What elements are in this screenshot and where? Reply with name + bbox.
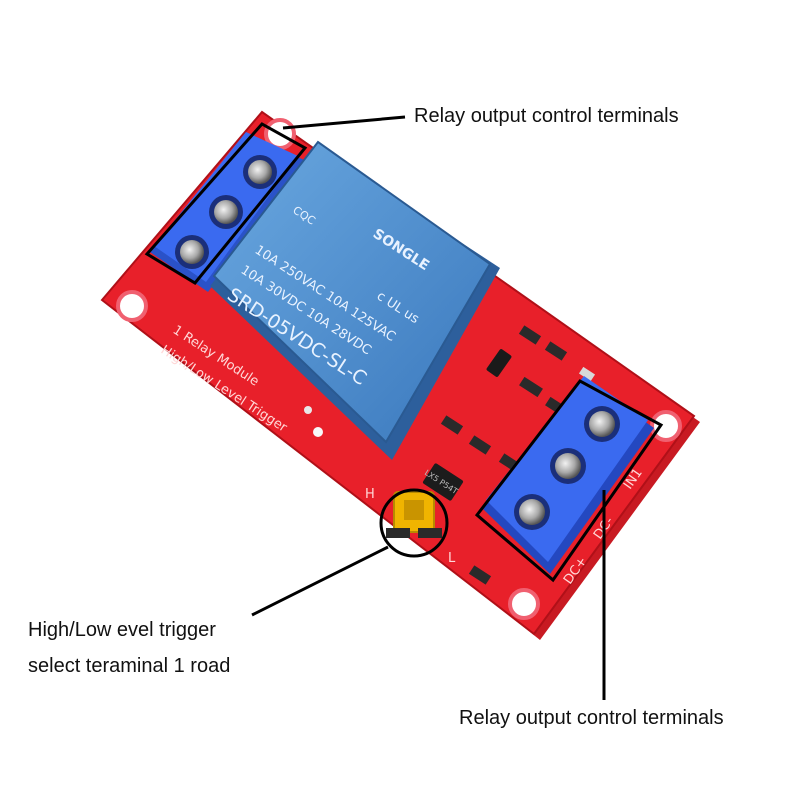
ic-chip <box>422 463 464 501</box>
callout-label-jumper-line1: High/Low evel trigger <box>28 619 216 641</box>
screw-icon <box>214 200 238 224</box>
terminal-block-left <box>150 132 304 292</box>
screw-icon <box>180 240 204 264</box>
mounting-hole <box>508 588 540 620</box>
callout-label-jumper-line2: select teraminal 1 road <box>28 655 231 677</box>
mounting-hole <box>650 410 682 442</box>
callout-label-top: Relay output control terminals <box>414 105 679 127</box>
callout-box-right-terminals <box>474 379 664 583</box>
screw-icon <box>555 453 581 479</box>
callout-line-left <box>251 545 389 617</box>
screw-icon <box>248 160 272 184</box>
smd-components: LX5 P54T <box>304 325 596 585</box>
led-icon <box>313 427 323 437</box>
callout-label-jumper: High/Low evel trigger select teraminal 1… <box>28 612 230 684</box>
pin-label-l: L <box>448 551 456 566</box>
pin-label-h: H <box>365 487 375 502</box>
callout-line-top <box>282 115 406 130</box>
mounting-hole <box>116 290 148 322</box>
callout-graphics <box>144 115 664 700</box>
callout-label-bottom: Relay output control terminals <box>459 707 724 729</box>
jumper-component <box>386 491 442 538</box>
screw-icon <box>519 499 545 525</box>
screw-icon <box>589 411 615 437</box>
callout-circle-jumper <box>379 488 449 558</box>
terminal-block-right <box>482 376 654 574</box>
led-icon <box>304 406 312 414</box>
callout-box-left-terminals <box>144 122 308 285</box>
